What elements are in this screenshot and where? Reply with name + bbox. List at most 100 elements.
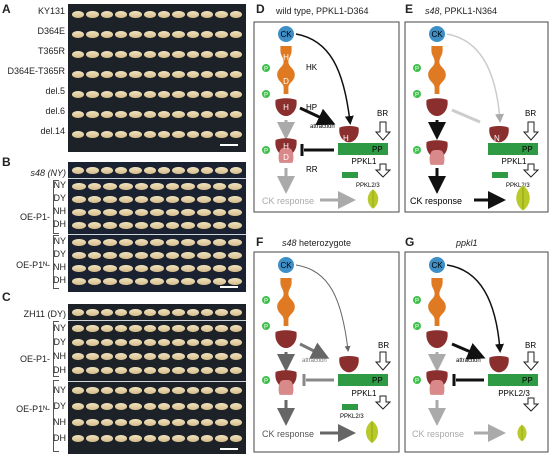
panel-label-b: B <box>2 155 11 169</box>
scale-bar <box>220 144 238 146</box>
svg-text:CK: CK <box>280 30 292 39</box>
rice-grain <box>229 403 242 410</box>
rice-grain <box>134 265 149 272</box>
rice-grain <box>186 11 199 18</box>
rice-grain <box>86 71 99 78</box>
row-label: DH <box>53 433 66 443</box>
rice-grain <box>129 339 142 346</box>
grain-row <box>72 324 242 333</box>
grain-row <box>72 418 242 427</box>
rice-grain <box>103 265 117 272</box>
rice-grain <box>229 339 242 346</box>
svg-text:PPKL2/3: PPKL2/3 <box>340 414 364 420</box>
rice-grain <box>87 265 102 272</box>
rice-grain <box>186 91 199 98</box>
rice-grain <box>186 131 199 138</box>
rice-grain <box>200 403 214 410</box>
rice-grain <box>86 325 99 332</box>
row-label: NY <box>53 385 66 395</box>
bracket <box>53 321 59 377</box>
rice-grain <box>229 353 242 360</box>
rice-grain <box>181 183 196 190</box>
rice-grain <box>143 367 156 374</box>
diagram-d-title: wild type, PPKL1-D364 <box>276 6 369 16</box>
row-label: NH <box>53 262 66 272</box>
rice-grain <box>181 209 196 216</box>
grain-row <box>72 238 243 247</box>
rice-grain <box>72 196 86 203</box>
rice-grain <box>181 265 196 272</box>
rice-grain <box>129 167 142 174</box>
rice-grain <box>72 209 86 216</box>
phospho-label: P <box>264 299 268 305</box>
rice-grain <box>143 419 156 426</box>
rice-grain <box>143 403 156 410</box>
row-label: NH <box>53 351 66 361</box>
rice-grain <box>100 51 113 58</box>
rice-grain <box>129 91 142 98</box>
rice-grain <box>143 309 156 316</box>
rice-grain <box>228 278 243 285</box>
rice-grain <box>134 209 149 216</box>
svg-text:H: H <box>343 134 349 143</box>
rice-grain <box>86 419 99 426</box>
grain-row <box>72 195 243 204</box>
row-label: DY <box>53 193 66 203</box>
svg-text:CK response: CK response <box>262 429 314 439</box>
rice-grain <box>200 435 214 442</box>
grain-row <box>72 30 242 39</box>
rice-grain <box>197 196 211 203</box>
rice-grain <box>100 31 113 38</box>
phospho-label: P <box>264 325 268 331</box>
row-label: del.14 <box>40 126 65 136</box>
diagram-f-title: s48 heterozygote <box>282 238 352 248</box>
rice-grain <box>114 71 128 78</box>
rice-grain <box>165 196 180 203</box>
grain-row <box>72 352 242 361</box>
rice-grain <box>143 387 156 394</box>
rice-grain <box>215 167 228 174</box>
rice-grain <box>72 183 86 190</box>
rice-grain <box>103 239 117 246</box>
rice-grain <box>72 353 85 360</box>
rice-grain <box>134 183 149 190</box>
phospho-label: P <box>264 379 268 385</box>
rice-grain <box>181 196 196 203</box>
svg-text:H: H <box>283 142 289 151</box>
rice-grain <box>200 111 214 118</box>
rice-grain <box>143 31 156 38</box>
rice-grain <box>197 183 211 190</box>
rice-grain <box>157 71 171 78</box>
rice-grain <box>86 131 99 138</box>
diagram-g: CK P P attraction P PP PPKL2/3 BR CK res… <box>404 251 549 453</box>
rice-grain <box>157 309 171 316</box>
svg-text:PP: PP <box>372 376 383 385</box>
rice-grain <box>129 131 142 138</box>
rice-grain <box>100 167 113 174</box>
divider <box>68 381 246 382</box>
rice-grain <box>114 435 128 442</box>
row-label: NY <box>53 323 66 333</box>
rice-grain <box>165 239 180 246</box>
svg-text:CK response: CK response <box>410 196 462 206</box>
rice-grain <box>200 91 214 98</box>
phospho-label: P <box>415 67 419 73</box>
rice-grain <box>228 196 243 203</box>
diagram-e: CK P P P N PP PPKL1 BR PPKL2/3 CK respon… <box>404 21 549 213</box>
rice-grain <box>197 252 211 259</box>
svg-text:H: H <box>283 53 289 62</box>
rice-grain <box>129 111 142 118</box>
diagram-f: CK P P attraction P PP PPKL1 BR PPKL2/3 … <box>253 251 400 453</box>
rice-grain <box>212 252 227 259</box>
svg-text:BR: BR <box>377 109 388 118</box>
rice-grain <box>72 239 86 246</box>
rice-grain <box>172 111 185 118</box>
svg-text:CK response: CK response <box>262 196 314 206</box>
grain-row <box>72 70 242 79</box>
rice-grain <box>215 353 228 360</box>
rice-grain <box>72 265 86 272</box>
rice-grain <box>118 239 133 246</box>
svg-text:N: N <box>494 134 500 143</box>
rice-grain <box>143 131 156 138</box>
rice-grain <box>172 71 185 78</box>
